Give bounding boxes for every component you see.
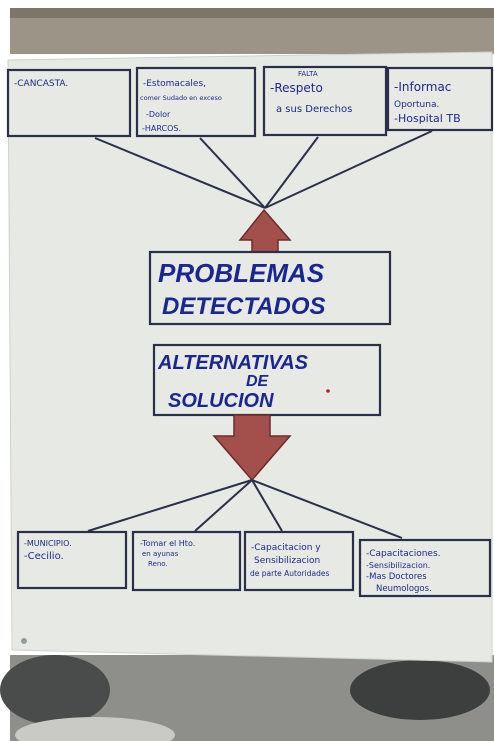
down-arrow xyxy=(212,414,292,482)
svg-text:-Dolor: -Dolor xyxy=(146,110,171,119)
bottom-connectors xyxy=(87,479,403,539)
svg-text:-Sensibilizacion.: -Sensibilizacion. xyxy=(366,561,430,570)
svg-text:-Cecilio.: -Cecilio. xyxy=(24,551,64,562)
top-box-3: FALTA -Respeto a sus Derechos xyxy=(262,65,388,137)
svg-text:de parte Autoridades: de parte Autoridades xyxy=(250,569,329,578)
bottom-box-3: -Capacitacion y Sensibilizacion de parte… xyxy=(243,530,355,592)
problems-title-line2: DETECTADOS xyxy=(162,293,326,320)
svg-text:comer Sudado en exceso: comer Sudado en exceso xyxy=(140,94,222,102)
bottom-box-4: -Capacitaciones. -Sensibilizacion. -Mas … xyxy=(358,538,492,598)
alternatives-title-line2: DE xyxy=(246,373,270,390)
svg-text:-Hospital TB: -Hospital TB xyxy=(394,112,461,125)
pin-icon xyxy=(21,638,27,644)
svg-text:-Respeto: -Respeto xyxy=(270,81,323,95)
alternatives-title-line1: ALTERNATIVAS xyxy=(157,352,309,374)
svg-text:-HARCOS.: -HARCOS. xyxy=(142,124,181,133)
svg-text:-Tomar el Hto.: -Tomar el Hto. xyxy=(140,539,195,548)
svg-text:Reno.: Reno. xyxy=(148,560,168,568)
svg-text:Oportuna.: Oportuna. xyxy=(394,100,439,110)
bottom-box-1: -MUNICIPIO. -Cecilio. xyxy=(16,530,128,590)
top-box-1-line: -CANCASTA. xyxy=(14,79,68,89)
svg-text:en ayunas: en ayunas xyxy=(142,550,179,558)
alternatives-title-line3: SOLUCION xyxy=(168,390,274,412)
poster-sheet xyxy=(7,51,493,663)
top-box-4: -Informac Oportuna. -Hospital TB xyxy=(386,66,494,132)
svg-text:-MUNICIPIO.: -MUNICIPIO. xyxy=(24,539,72,548)
svg-text:a sus Derechos: a sus Derechos xyxy=(276,104,352,115)
problems-detected-box: PROBLEMAS DETECTADOS xyxy=(148,250,392,326)
svg-text:FALTA: FALTA xyxy=(298,70,318,78)
top-connectors xyxy=(94,130,433,209)
svg-text:Sensibilizacion: Sensibilizacion xyxy=(254,556,320,566)
svg-text:-Mas Doctores: -Mas Doctores xyxy=(366,572,427,582)
top-box-1: -CANCASTA. xyxy=(6,68,132,138)
problems-title-line1: PROBLEMAS xyxy=(158,258,325,288)
svg-text:-Estomacales,: -Estomacales, xyxy=(143,79,206,89)
svg-text:-Capacitacion y: -Capacitacion y xyxy=(251,543,321,553)
svg-text:-Informac: -Informac xyxy=(394,80,451,94)
svg-text:-Capacitaciones.: -Capacitaciones. xyxy=(366,549,441,559)
svg-text:Neumologos.: Neumologos. xyxy=(376,584,432,594)
bottom-box-2: -Tomar el Hto. en ayunas Reno. xyxy=(131,530,242,592)
top-box-2: -Estomacales, comer Sudado en exceso -Do… xyxy=(135,66,257,138)
